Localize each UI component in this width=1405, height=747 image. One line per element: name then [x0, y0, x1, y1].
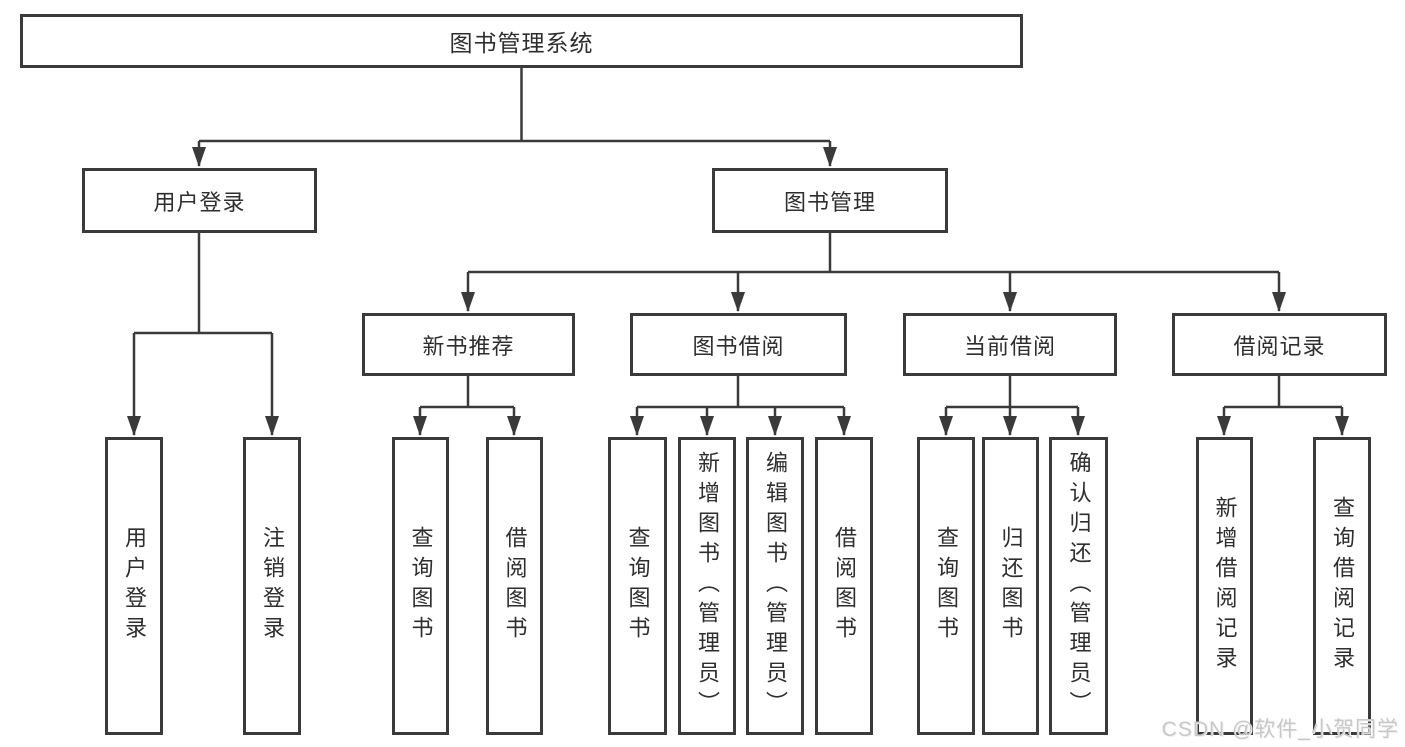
leaf-label: 借阅图书: [832, 526, 857, 646]
leaf-label: 新增借阅记录: [1212, 496, 1238, 676]
leaf-current-return-books: 归还图书: [982, 437, 1039, 735]
leaf-label: 编辑图书（管理员）: [763, 451, 788, 721]
node-book-borrowing: 图书借阅: [630, 313, 847, 376]
node-new-book-recommendation: 新书推荐: [362, 313, 575, 376]
node-library-management-system: 图书管理系统: [20, 14, 1023, 68]
leaf-label: 新增图书（管理员）: [695, 451, 720, 721]
leaf-label: 注销登录: [260, 526, 285, 646]
leaf-rec-borrow-books: 借阅图书: [486, 437, 543, 735]
leaf-label: 查询图书: [625, 526, 651, 646]
leaf-logout: 注销登录: [243, 437, 301, 735]
leaf-label: 查询图书: [934, 526, 959, 646]
node-borrowing-records: 借阅记录: [1172, 313, 1387, 376]
leaf-label: 用户登录: [122, 526, 147, 646]
leaf-label: 查询借阅记录: [1330, 496, 1355, 676]
leaf-label: 借阅图书: [502, 526, 528, 646]
leaf-user-login: 用户登录: [105, 437, 163, 735]
leaf-borrow-borrow-books: 借阅图书: [815, 437, 873, 735]
node-current-borrowing: 当前借阅: [903, 313, 1117, 376]
leaf-records-add-record: 新增借阅记录: [1196, 437, 1253, 735]
leaf-current-query-books: 查询图书: [917, 437, 975, 735]
leaf-borrow-add-books-admin: 新增图书（管理员）: [678, 437, 736, 735]
leaf-label: 确认归还（管理员）: [1066, 451, 1092, 721]
node-book-management: 图书管理: [712, 168, 948, 233]
node-user-login: 用户登录: [82, 168, 317, 233]
leaf-label: 查询图书: [408, 526, 434, 646]
leaf-borrow-query-books: 查询图书: [608, 437, 667, 735]
leaf-current-confirm-return-admin: 确认归还（管理员）: [1049, 437, 1108, 735]
watermark: CSDN @软件_小贺同学: [1161, 718, 1399, 741]
leaf-records-query-record: 查询借阅记录: [1313, 437, 1371, 735]
leaf-rec-query-books: 查询图书: [392, 437, 449, 735]
leaf-borrow-edit-books-admin: 编辑图书（管理员）: [746, 437, 804, 735]
leaf-label: 归还图书: [998, 526, 1024, 646]
